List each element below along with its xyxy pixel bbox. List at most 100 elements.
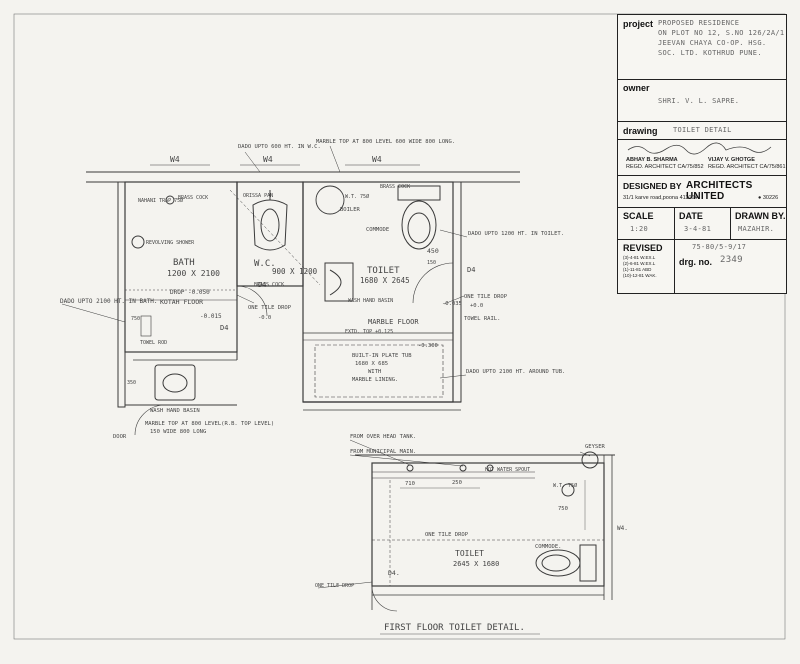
detail-w4: W4. [617, 525, 628, 532]
drg-no-value: 2349 [720, 255, 743, 265]
project-label: project [623, 19, 654, 29]
architect2-reg: REGD. ARCHITECT CA/75/861 [708, 164, 786, 170]
bath-tub-note-1: BUILT-IN PLATE TUB [352, 353, 412, 359]
firm-phone: ● 30226 [758, 195, 778, 202]
window-label-3: W4 [372, 155, 382, 164]
boiler-label: BOILER [340, 207, 361, 213]
level-300: -0.300 [418, 343, 438, 349]
scale-value: 1:20 [630, 225, 649, 233]
note-marble-top: MARBLE TOP AT 800 LEVEL 600 WIDE 800 LON… [316, 139, 455, 145]
firm-address: 31/1 karve road,poona 411004. [623, 195, 700, 201]
dim-75: W.T. 75Ø [553, 482, 577, 489]
bath-label: BATH [173, 258, 195, 268]
note-revolving-shower: REVOLVING SHOWER [146, 240, 195, 246]
dado-toilet: DADO UPTO 1200 HT. IN TOILET. [468, 231, 564, 237]
owner-value: SHRI. V. L. SAPRE. [658, 97, 740, 105]
level-035: -0.035 [442, 301, 462, 307]
overhead-tank: FROM OVER HEAD TANK. [350, 434, 416, 440]
toilet-label: TOILET [367, 266, 400, 276]
designed-by-label: DESIGNED BY [623, 181, 682, 191]
bath-size: 1200 X 2100 [167, 269, 220, 278]
detail-commode: COMMODE. [535, 544, 562, 550]
marble-top-note: MARBLE TOP AT 800 LEVEL(R.B. TOP LEVEL) [145, 421, 274, 427]
revised-note-3: (1)-11-81 ABD [623, 267, 652, 272]
commode-label: COMMODE [366, 227, 389, 233]
towel-rod: TOWEL ROD [140, 340, 167, 346]
project-line-3: JEEVAN CHAYA CO-OP. HSG. [658, 39, 767, 47]
dado-tub: DADO UPTO 2100 HT. AROUND TUB. [466, 369, 565, 375]
dim-150: 150 [427, 260, 436, 266]
date-value: 3-4-81 [684, 225, 712, 233]
title-block: project PROPOSED RESIDENCE ON PLOT NO 12… [617, 14, 787, 294]
orissa-pan: ORISSA PAN [243, 193, 273, 199]
drg-ref: 75-80/5-9/17 [692, 243, 747, 251]
upper-plan [61, 145, 520, 436]
level-00: -0.0 [258, 315, 271, 321]
architect2-name: VIJAY V. GHOTGE [708, 157, 755, 163]
marble-top-dims: 150 WIDE 800 LONG [150, 429, 206, 435]
wash-basin-right: WASH HAND BASIN [348, 298, 393, 304]
dim-250: 250 [452, 480, 462, 486]
marble-floor: MARBLE FLOOR [368, 318, 419, 326]
dado-bath-text: DADO UPTO 2100 HT. IN BATH. [60, 298, 158, 305]
wc-size: 900 X 1200 [272, 267, 318, 276]
detail-toilet-size: 2645 X 1680 [453, 560, 499, 568]
detail-d4: D4. [388, 569, 400, 577]
dado-bath: DADO UPTO 2100 HT. IN BATH. [60, 298, 158, 305]
dim-750: 750 [131, 316, 140, 322]
door-d4-bath: D4 [220, 324, 228, 332]
note-dado-wc: DADO UPTO 600 HT. IN W.C. [238, 144, 321, 150]
one-tile-drop-detail-2: ONE TILE DROP [315, 583, 354, 589]
drawn-by-label: DRAWN BY. [735, 211, 786, 221]
one-tile-drop-detail: ONE TILE DROP [425, 532, 469, 538]
dim-710: 710 [405, 481, 415, 487]
project-line-2: ON PLOT NO 12, S.NO 126/2A/1 [658, 29, 785, 37]
towel-rail: TOWEL RAIL. [464, 316, 500, 322]
hot-water-spout: HOT WATER SPOUT [485, 467, 530, 473]
boiler-size: W.T. 75Ø [345, 193, 369, 200]
bath-tub-note-3: WITH [368, 369, 381, 375]
brass-cock-wc: BRASS COCK [254, 282, 284, 288]
dim-450: 450 [427, 247, 439, 255]
level-bath: -0.015 [200, 313, 222, 320]
lower-detail [317, 439, 615, 612]
architect1-name: ABHAY B. SHARMA [626, 157, 678, 163]
revised-label: REVISED [623, 243, 663, 253]
drawing-value: TOILET DETAIL [673, 126, 732, 134]
architect1-reg: REGD. ARCHITECT CA/75/852 [626, 164, 704, 170]
window-label-1: W4 [170, 155, 180, 164]
detail-toilet-label: TOILET [455, 549, 484, 558]
drop-note: DROP -0.050 [170, 289, 210, 296]
phone-icon: ● [758, 195, 762, 201]
detail-caption: FIRST FLOOR TOILET DETAIL. [384, 623, 525, 633]
drawn-by-value: MAZAHIR. [738, 225, 775, 233]
wash-basin-left: WASH HAND BASIN [150, 408, 200, 414]
one-tile-drop-left: ONE TILE DROP [248, 305, 292, 311]
architect-signature [627, 142, 772, 155]
date-label: DATE [679, 211, 703, 221]
revised-note-4: (10)-12-81 WAK. [623, 273, 657, 278]
one-tile-drop-right: ONE TILE DROP [464, 294, 508, 300]
firm-name: ARCHITECTS UNITED [686, 180, 753, 202]
municipal-main: FROM MUNICIPAL MAIN. [350, 449, 416, 455]
level-000: +0.0 [470, 303, 483, 309]
door-label: DOOR [113, 434, 127, 440]
revised-note-1: (3)-4-81 W.EX.L [623, 255, 656, 260]
brass-cock-toilet: BRASS COCK [380, 184, 410, 190]
revised-note-2: (2)-6-81 W.EX.L [623, 261, 656, 266]
owner-label: owner [623, 83, 650, 93]
project-line-4: SOC. LTD. KOTHRUD PUNE. [658, 49, 762, 57]
window-label-2: W4 [263, 155, 273, 164]
note-nahani-trap: NAHANI TRAP 75Ø [138, 197, 183, 204]
door-d4-toilet: D4 [467, 266, 475, 274]
project-line-1: PROPOSED RESIDENCE [658, 19, 740, 27]
drg-no-label: drg. no. [679, 257, 712, 267]
wc-label: W.C. [254, 259, 276, 269]
note-brass-cock: BRASS COCK [178, 195, 208, 201]
kotah-floor: KOTAH FLOOR [160, 298, 203, 306]
detail-labels: FROM OVER HEAD TANK. FROM MUNICIPAL MAIN… [315, 434, 628, 635]
plan-labels: W4 W4 W4 DADO UPTO 600 HT. IN W.C. MARBL… [60, 139, 565, 440]
scale-label: SCALE [623, 211, 654, 221]
dim-350: 350 [127, 380, 136, 386]
